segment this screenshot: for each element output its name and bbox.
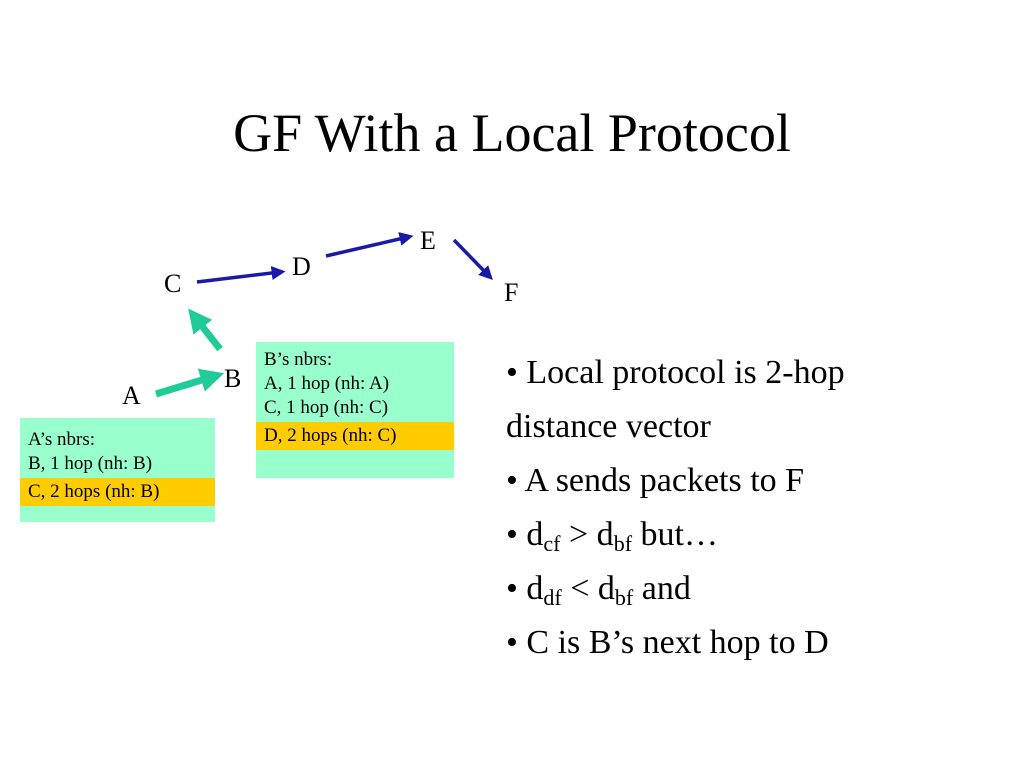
- b-box-entry-d-highlight: D, 2 hops (nh: C): [256, 422, 454, 450]
- bullet-3-sub-cf: cf: [543, 531, 561, 556]
- bullet-3: • dcf > dbf but…: [506, 508, 1006, 562]
- bullet-list: • Local protocol is 2-hop distance vecto…: [506, 346, 1006, 670]
- node-b-label: B: [224, 364, 242, 393]
- bullet-4: • ddf < dbf and: [506, 562, 1006, 616]
- a-box-entry-b: B, 1 hop (nh: B): [28, 453, 153, 474]
- arrow-c-to-d: [196, 266, 286, 284]
- b-box-entry-c: C, 1 hop (nh: C): [264, 397, 389, 418]
- a-box-heading: A’s nbrs:: [28, 429, 96, 450]
- bullet-3-op: > d: [560, 516, 614, 553]
- arrow-a-to-b: [154, 368, 225, 398]
- a-neighbors-box: A’s nbrs: B, 1 hop (nh: B) C, 2 hops (nh…: [20, 418, 215, 522]
- node-d-label: D: [292, 252, 311, 281]
- node-c-label: C: [164, 269, 182, 298]
- arrow-e-to-f: [452, 238, 493, 281]
- bullet-1-line-1: • Local protocol is 2-hop: [506, 354, 845, 391]
- node-e-label: E: [420, 226, 436, 255]
- bullet-2: • A sends packets to F: [506, 462, 805, 499]
- node-f-label: F: [504, 278, 519, 307]
- bullet-4-post: and: [633, 570, 691, 607]
- bullet-4-op: < d: [561, 570, 615, 607]
- bullet-4-sub-bf: bf: [614, 585, 634, 610]
- arrow-b-to-c: [188, 308, 223, 352]
- bullet-1-line-2: distance vector: [506, 408, 711, 445]
- slide-title: GF With a Local Protocol: [233, 103, 791, 163]
- a-box-entry-c-highlight: C, 2 hops (nh: B): [20, 478, 215, 506]
- b-box-heading: B’s nbrs:: [264, 349, 333, 370]
- b-box-entry-a: A, 1 hop (nh: A): [264, 373, 390, 394]
- bullet-4-sub-df: df: [543, 585, 562, 610]
- b-neighbors-box: B’s nbrs: A, 1 hop (nh: A) C, 1 hop (nh:…: [256, 342, 454, 478]
- bullet-5: • C is B’s next hop to D: [506, 624, 829, 661]
- bullet-3-sub-bf: bf: [613, 531, 633, 556]
- bullet-3-post: but…: [632, 516, 718, 553]
- node-a-label: A: [122, 381, 141, 410]
- bullet-3-pre: • d: [506, 516, 544, 553]
- bullet-4-pre: • d: [506, 570, 544, 607]
- arrow-d-to-e: [325, 232, 414, 258]
